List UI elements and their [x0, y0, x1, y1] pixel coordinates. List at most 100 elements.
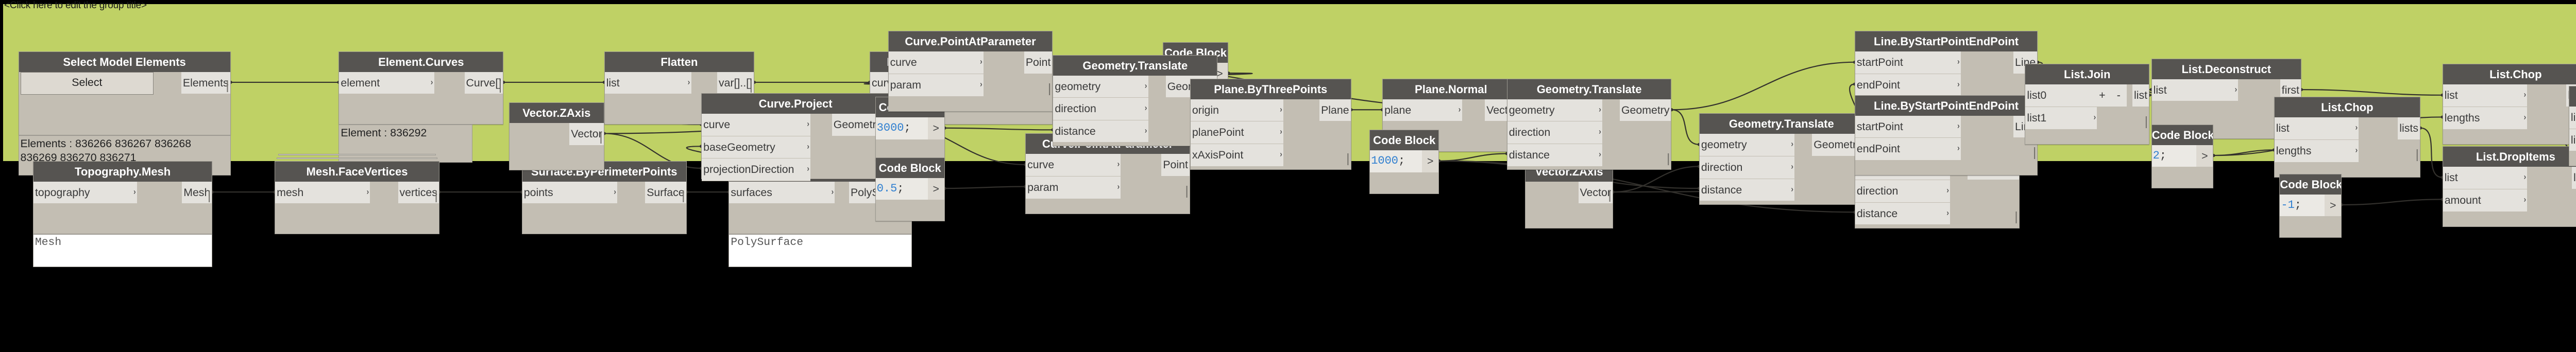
code-block-output-port[interactable]: > — [2196, 145, 2213, 167]
input-port-param[interactable]: param❯ — [1026, 177, 1121, 199]
input-port-endpoint[interactable]: endPoint❯ — [1855, 138, 1961, 161]
select-button[interactable]: Select — [21, 72, 154, 95]
input-port-element[interactable]: element❯ — [339, 72, 434, 95]
code-block-output-port[interactable]: > — [927, 178, 944, 200]
output-port-curve[interactable]: Curve[] — [464, 72, 503, 94]
code-block-text[interactable]: -1; — [2280, 194, 2325, 217]
input-port-origin[interactable]: origin❯ — [1190, 99, 1284, 122]
output-port-elements[interactable]: Elements — [181, 72, 230, 94]
add-input-button[interactable]: + — [2094, 84, 2111, 108]
output-port-lists[interactable]: lists — [2398, 117, 2420, 139]
output-port-surface[interactable]: Surface — [645, 181, 686, 204]
input-port-direction[interactable]: direction❯ — [1855, 180, 1951, 203]
input-port-geometry[interactable]: geometry❯ — [1699, 134, 1795, 156]
input-port-list0[interactable]: list0❯ — [2025, 84, 2097, 108]
output-port-list[interactable]: list — [2571, 167, 2576, 189]
node-code-block-m1[interactable]: Code Block-1;> — [2279, 173, 2342, 238]
input-port-lengths[interactable]: lengths❯ — [2274, 139, 2359, 163]
input-port-param[interactable]: param❯ — [888, 74, 984, 97]
input-port-direction[interactable]: direction❯ — [1053, 98, 1148, 120]
input-port-planepoint[interactable]: planePoint❯ — [1190, 121, 1284, 145]
output-port-geometry[interactable]: Geometry — [1619, 99, 1671, 121]
output-port-list[interactable]: list — [2132, 84, 2149, 107]
input-port-geometry[interactable]: geometry❯ — [1053, 75, 1148, 98]
input-port-projectiondirection[interactable]: projectionDirection❯ — [702, 159, 811, 182]
node-title: Element.Curves — [339, 51, 503, 72]
output-port-var[interactable]: var[]..[] — [717, 72, 754, 94]
code-block-output-port[interactable]: > — [2325, 194, 2342, 217]
output-port-vector[interactable]: Vector — [569, 123, 604, 145]
input-port-curve[interactable]: curve❯ — [702, 114, 811, 136]
input-port-list[interactable]: list❯ — [2443, 167, 2528, 189]
code-block-output-port[interactable]: > — [927, 117, 944, 139]
input-port-basegeometry[interactable]: baseGeometry❯ — [702, 136, 811, 159]
output-port-point[interactable]: Point — [1161, 154, 1190, 177]
node-body: 1000;> — [1370, 150, 1439, 172]
input-port-list1[interactable]: list1❯ — [2025, 107, 2097, 130]
input-port-startpoint[interactable]: startPoint❯ — [1855, 115, 1961, 138]
input-port-topography[interactable]: topography❯ — [33, 181, 137, 204]
input-port-endpoint[interactable]: endPoint❯ — [1855, 74, 1961, 97]
output-port-point[interactable]: Point — [1024, 51, 1053, 74]
code-block-text[interactable]: 3000; — [875, 117, 928, 139]
input-port-lengths[interactable]: lengths❯ — [2443, 107, 2528, 130]
input-port-distance[interactable]: distance❯ — [1699, 179, 1795, 202]
input-port-list[interactable]: list❯ — [2151, 79, 2239, 102]
code-block-output-port[interactable]: > — [1422, 150, 1439, 172]
input-port-curve[interactable]: curve❯ — [1026, 154, 1121, 177]
input-port-curve[interactable]: curve❯ — [888, 51, 984, 75]
output-port-vertices[interactable]: vertices — [398, 181, 439, 204]
output-port-plane[interactable]: Plane — [1319, 99, 1351, 121]
group-title[interactable]: <Click here to edit the group title> — [4, 0, 147, 11]
input-port-xaxispoint[interactable]: xAxisPoint❯ — [1190, 144, 1284, 167]
node-list-join-2[interactable]: List.Join+-list0❯list1❯list| — [2568, 86, 2576, 167]
input-port-distance[interactable]: distance❯ — [1855, 202, 1951, 225]
input-port-direction[interactable]: direction❯ — [1699, 156, 1795, 179]
node-list-join-1[interactable]: List.Join+-list0❯list1❯list| — [2025, 64, 2150, 145]
code-block-text[interactable]: 2; — [2151, 145, 2197, 167]
input-port-list[interactable]: list❯ — [2443, 84, 2528, 108]
remove-input-button[interactable]: - — [2110, 84, 2127, 108]
input-port-list0[interactable]: list0❯ — [2569, 107, 2576, 129]
code-block-text[interactable]: 1000; — [1370, 150, 1422, 172]
wire — [944, 186, 1026, 189]
input-port-direction[interactable]: direction❯ — [1507, 121, 1602, 145]
input-port-amount[interactable]: amount❯ — [2443, 189, 2528, 212]
input-port-list[interactable]: list❯ — [604, 72, 691, 95]
input-port-surfaces[interactable]: surfaces❯ — [729, 181, 835, 204]
input-port-distance[interactable]: distance❯ — [1053, 120, 1148, 143]
output-port-vector[interactable]: Vector — [1578, 181, 1613, 204]
node-title: Geometry.Translate — [1053, 55, 1217, 76]
input-port-plane[interactable]: plane❯ — [1383, 99, 1462, 122]
input-port-startpoint[interactable]: startPoint❯ — [1855, 51, 1961, 75]
input-port-list[interactable]: list❯ — [2274, 117, 2359, 140]
input-port-geometry[interactable]: geometry❯ — [1507, 99, 1602, 122]
input-port-list1[interactable]: list1❯ — [2569, 129, 2576, 152]
input-port-points[interactable]: points❯ — [522, 181, 618, 204]
input-port-mesh[interactable]: mesh❯ — [275, 181, 370, 204]
output-port-mesh[interactable]: Mesh — [182, 181, 212, 204]
code-block-text[interactable]: 0.5; — [875, 178, 928, 200]
input-port-distance[interactable]: distance❯ — [1507, 144, 1602, 167]
